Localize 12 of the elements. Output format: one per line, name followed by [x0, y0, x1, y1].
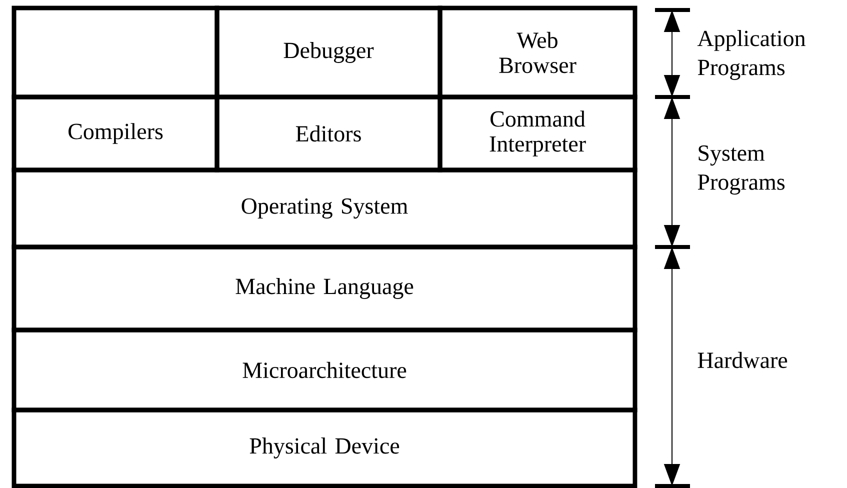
layer-box: Physical Device: [12, 408, 638, 488]
program-box: Command Interpreter: [438, 94, 638, 172]
side-label: Hardware: [698, 352, 788, 368]
layer-box: Machine Language: [12, 244, 638, 332]
layer-box: Microarchitecture: [12, 328, 638, 412]
layer-box: Operating System: [12, 168, 638, 250]
program-box: Debugger: [214, 6, 442, 100]
program-box: Compilers: [12, 94, 220, 172]
program-box: Web Browser: [438, 6, 638, 100]
side-label: System Programs: [698, 145, 785, 195]
side-label: Application Programs: [697, 30, 806, 80]
program-box: Editors: [214, 94, 442, 172]
